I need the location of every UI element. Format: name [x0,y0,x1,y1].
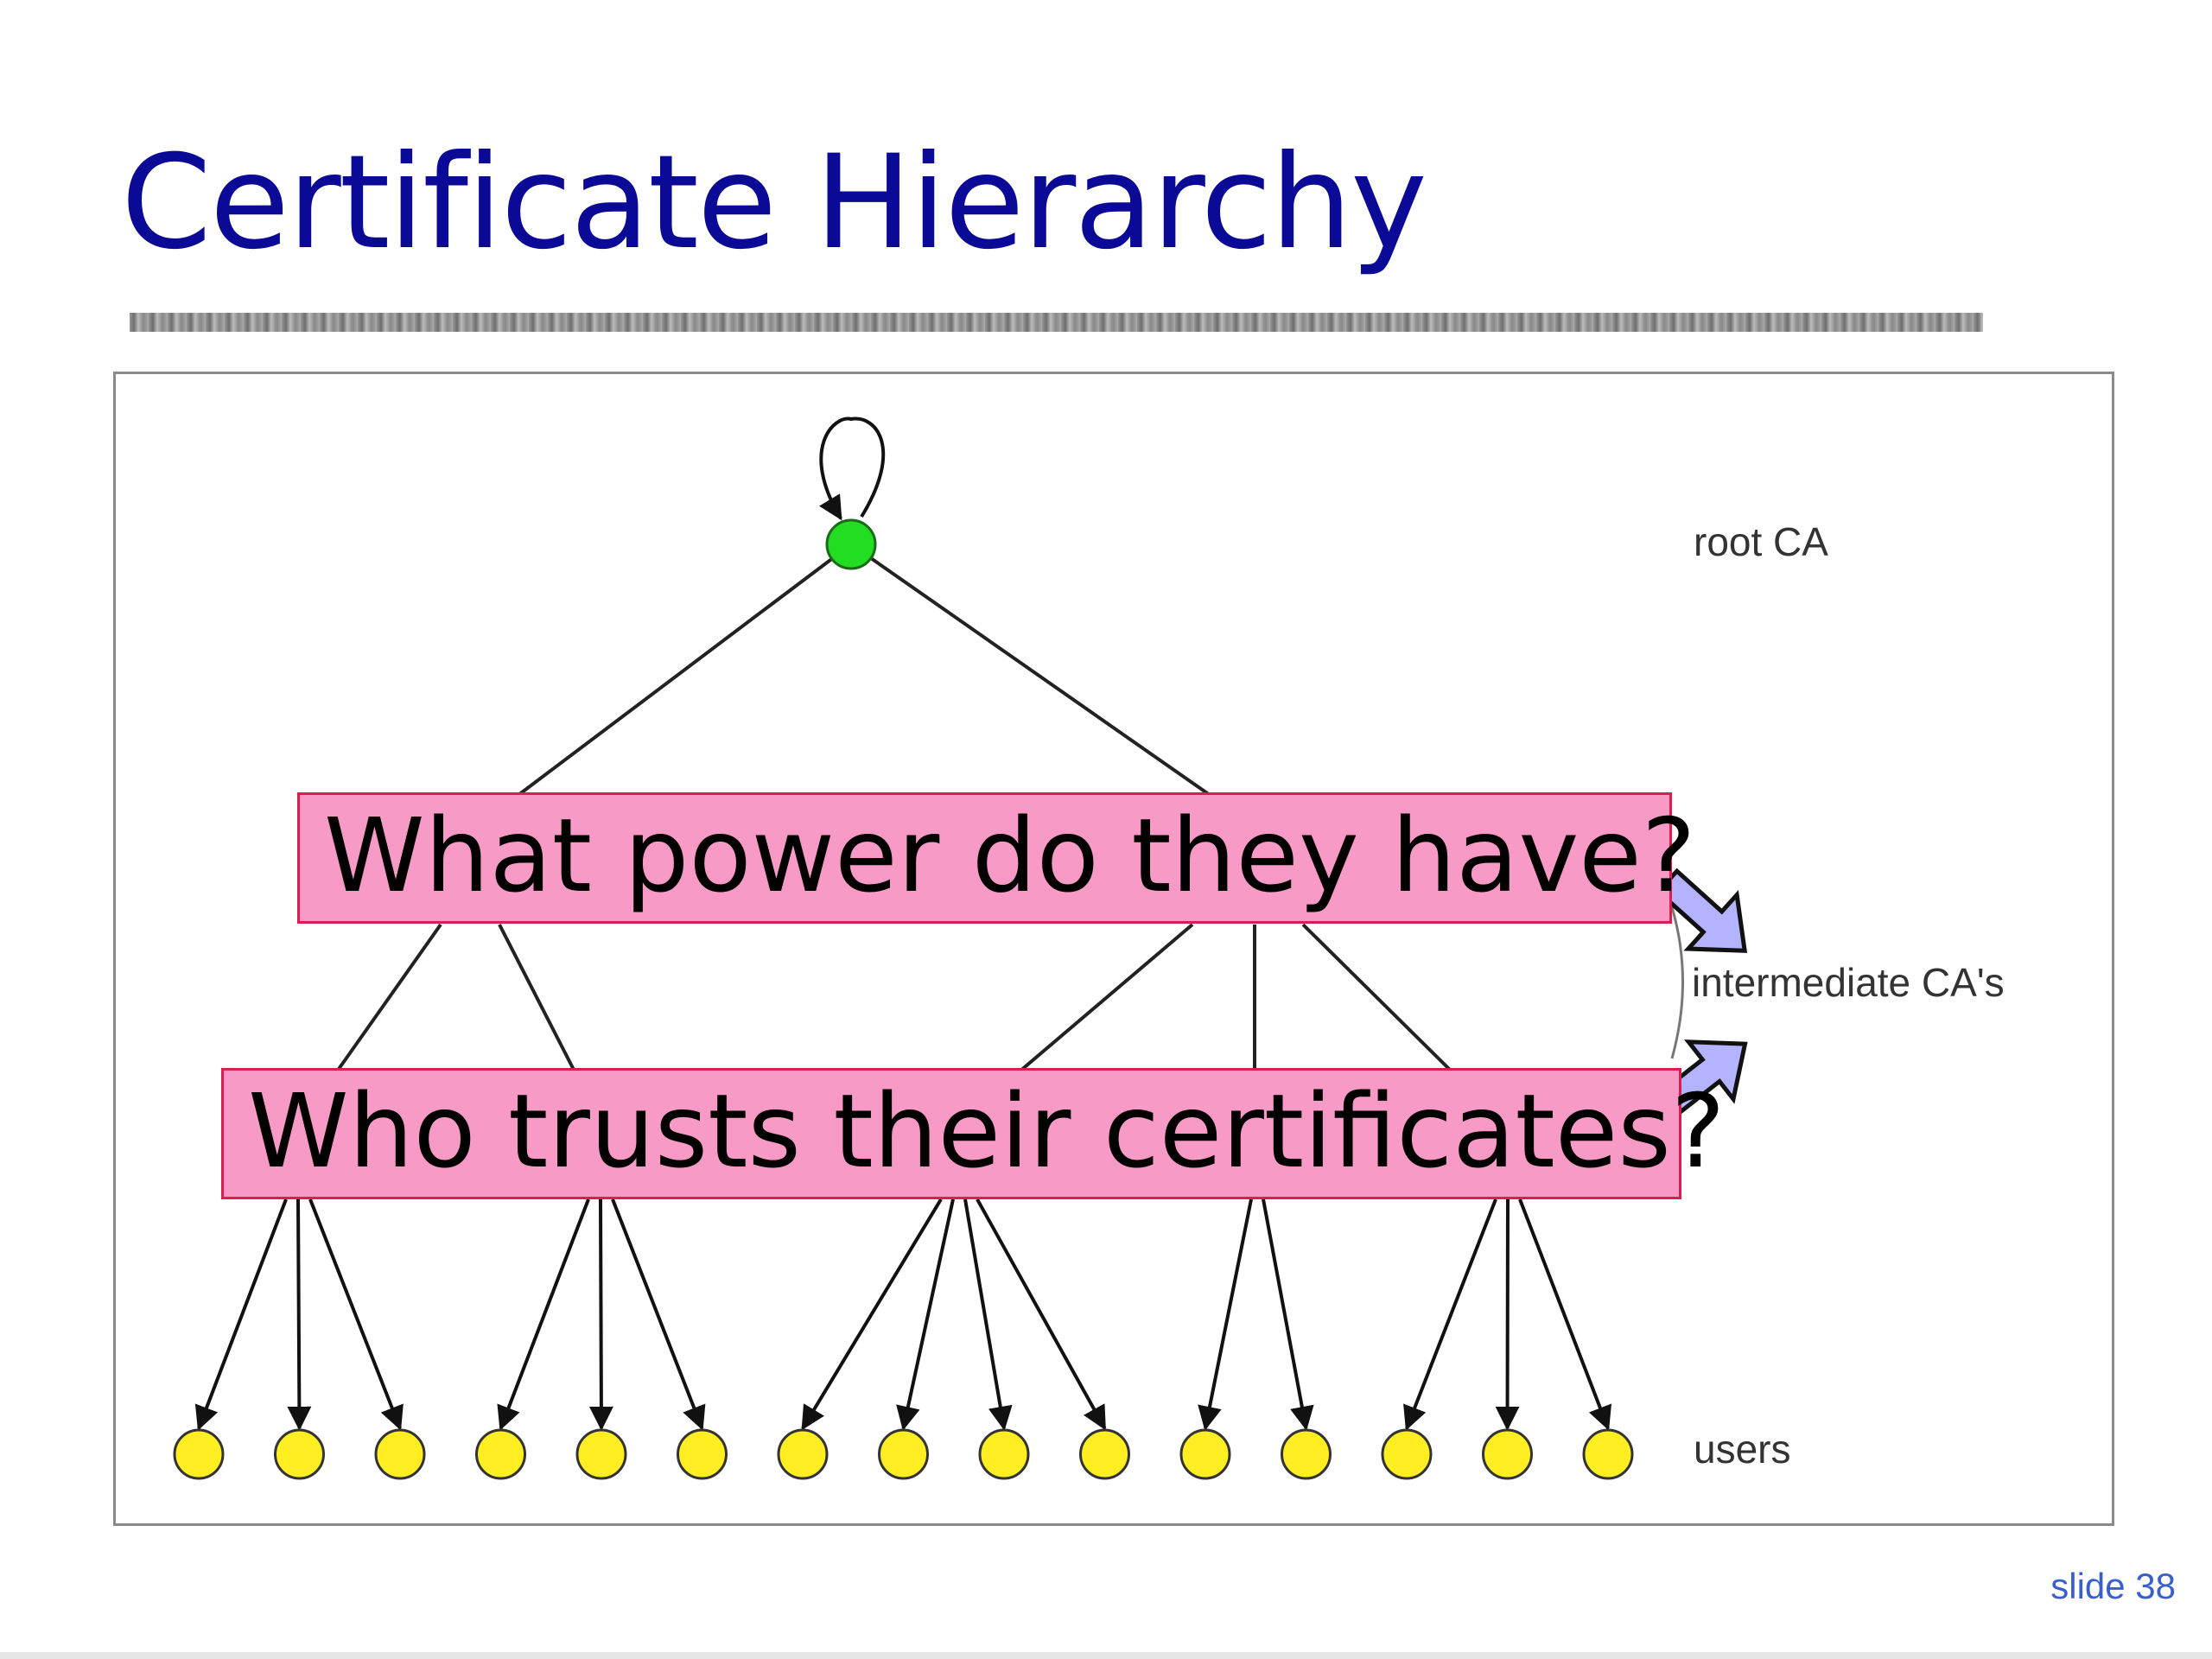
user-edge [1198,1198,1253,1431]
user-edge [896,1198,955,1431]
user-node [374,1428,426,1480]
root-edge [849,543,1211,797]
root-self-loop [819,416,886,521]
callout-power: What power do they have? [297,792,1696,924]
tree-edges [194,416,1684,1431]
user-edge [287,1198,312,1431]
user-node [274,1428,325,1480]
slide-number: slide 38 [2050,1566,2176,1606]
slide-title: Certificate Hierarchy [121,128,1427,278]
user-edge [611,1198,706,1431]
level-label-intermediate: intermediate CA's [1692,960,2005,1005]
user-edge [1262,1198,1314,1431]
title-divider [130,313,1983,332]
user-node [1281,1428,1332,1480]
level-label-root: root CA [1694,519,1828,564]
root-edge [517,543,853,797]
diagram-frame [113,372,2114,1526]
bottom-bar [0,1652,2212,1659]
user-edge [963,1198,1013,1431]
user-node [1179,1428,1231,1480]
user-edge [801,1198,943,1431]
user-edge [1403,1198,1497,1431]
user-node [475,1428,526,1480]
intermediate-edge [1301,923,1453,1073]
user-node [1482,1428,1533,1480]
root-ca-node [825,518,877,570]
user-edge [1495,1198,1520,1431]
user-node [677,1428,728,1480]
user-edge [976,1198,1107,1431]
intermediate-edge [1018,923,1194,1073]
intermediate-edge [498,924,576,1072]
callout-trust: Who trusts their certificates? [221,1068,1725,1199]
user-edge [194,1198,288,1431]
user-node [777,1428,829,1480]
user-node [878,1428,929,1480]
user-node [1582,1428,1634,1480]
user-node [978,1428,1030,1480]
user-node [1381,1428,1433,1480]
user-edge [497,1198,590,1431]
user-edge [308,1198,404,1431]
user-node [575,1428,627,1480]
user-node [1079,1428,1130,1480]
user-node [173,1428,225,1480]
user-edge [1518,1198,1612,1431]
level-label-users: users [1694,1427,1791,1471]
intermediate-edge [335,923,442,1073]
tree-nodes [173,518,1634,1480]
intermediate-brace [1670,906,1684,1059]
